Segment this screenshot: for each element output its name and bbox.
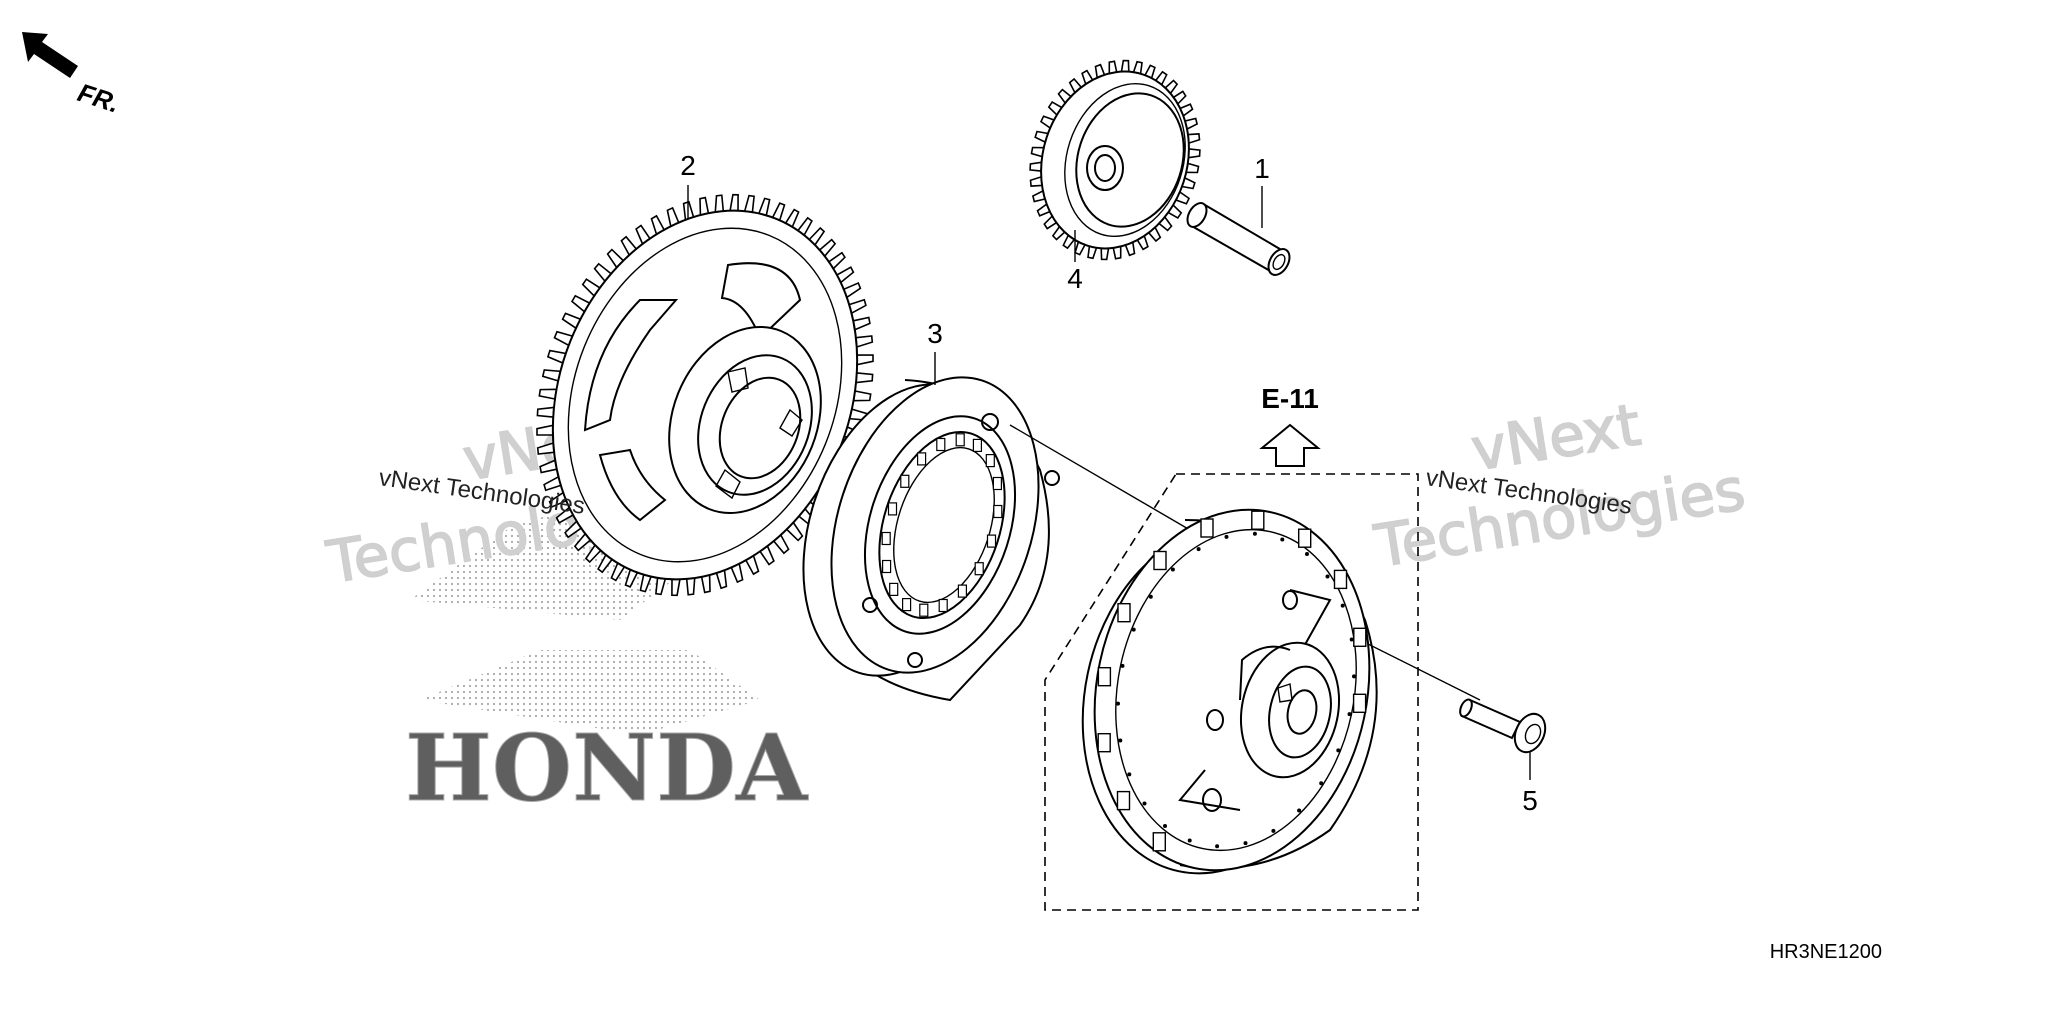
brand-watermark-text: HONDA	[405, 714, 809, 822]
idle-gear-shaft[interactable]	[1184, 200, 1294, 279]
callout-5: 5	[1522, 785, 1538, 816]
flange-bolt[interactable]	[1458, 698, 1551, 757]
honda-logo-watermark: HONDA	[405, 470, 809, 823]
flywheel-rim-dots	[1116, 531, 1356, 849]
clutch-sprags	[881, 433, 1003, 617]
direction-label: FR.	[74, 77, 123, 118]
callout-2: 2	[680, 150, 696, 181]
starter-driven-gear[interactable]	[499, 165, 910, 626]
diagram-code: HR3NE1200	[1770, 941, 1882, 963]
flywheel-outer[interactable]	[1051, 484, 1401, 898]
one-way-clutch[interactable]	[768, 350, 1074, 702]
flywheel-lugs	[1097, 510, 1367, 852]
front-arrow-icon	[22, 32, 78, 78]
up-arrow-icon	[1259, 423, 1321, 467]
callout-4: 4	[1067, 263, 1083, 294]
reference-label: E-11	[1261, 383, 1319, 414]
callout-1: 1	[1254, 153, 1270, 184]
callout-3: 3	[927, 318, 943, 349]
watermark-right: vNext Technologies	[1369, 390, 1750, 582]
alignment-line	[1009, 424, 1191, 531]
starter-idle-gear[interactable]	[1019, 52, 1212, 268]
watermark-right-big-top: vNext	[1467, 391, 1645, 485]
assembly-group-frame	[1044, 473, 1419, 911]
